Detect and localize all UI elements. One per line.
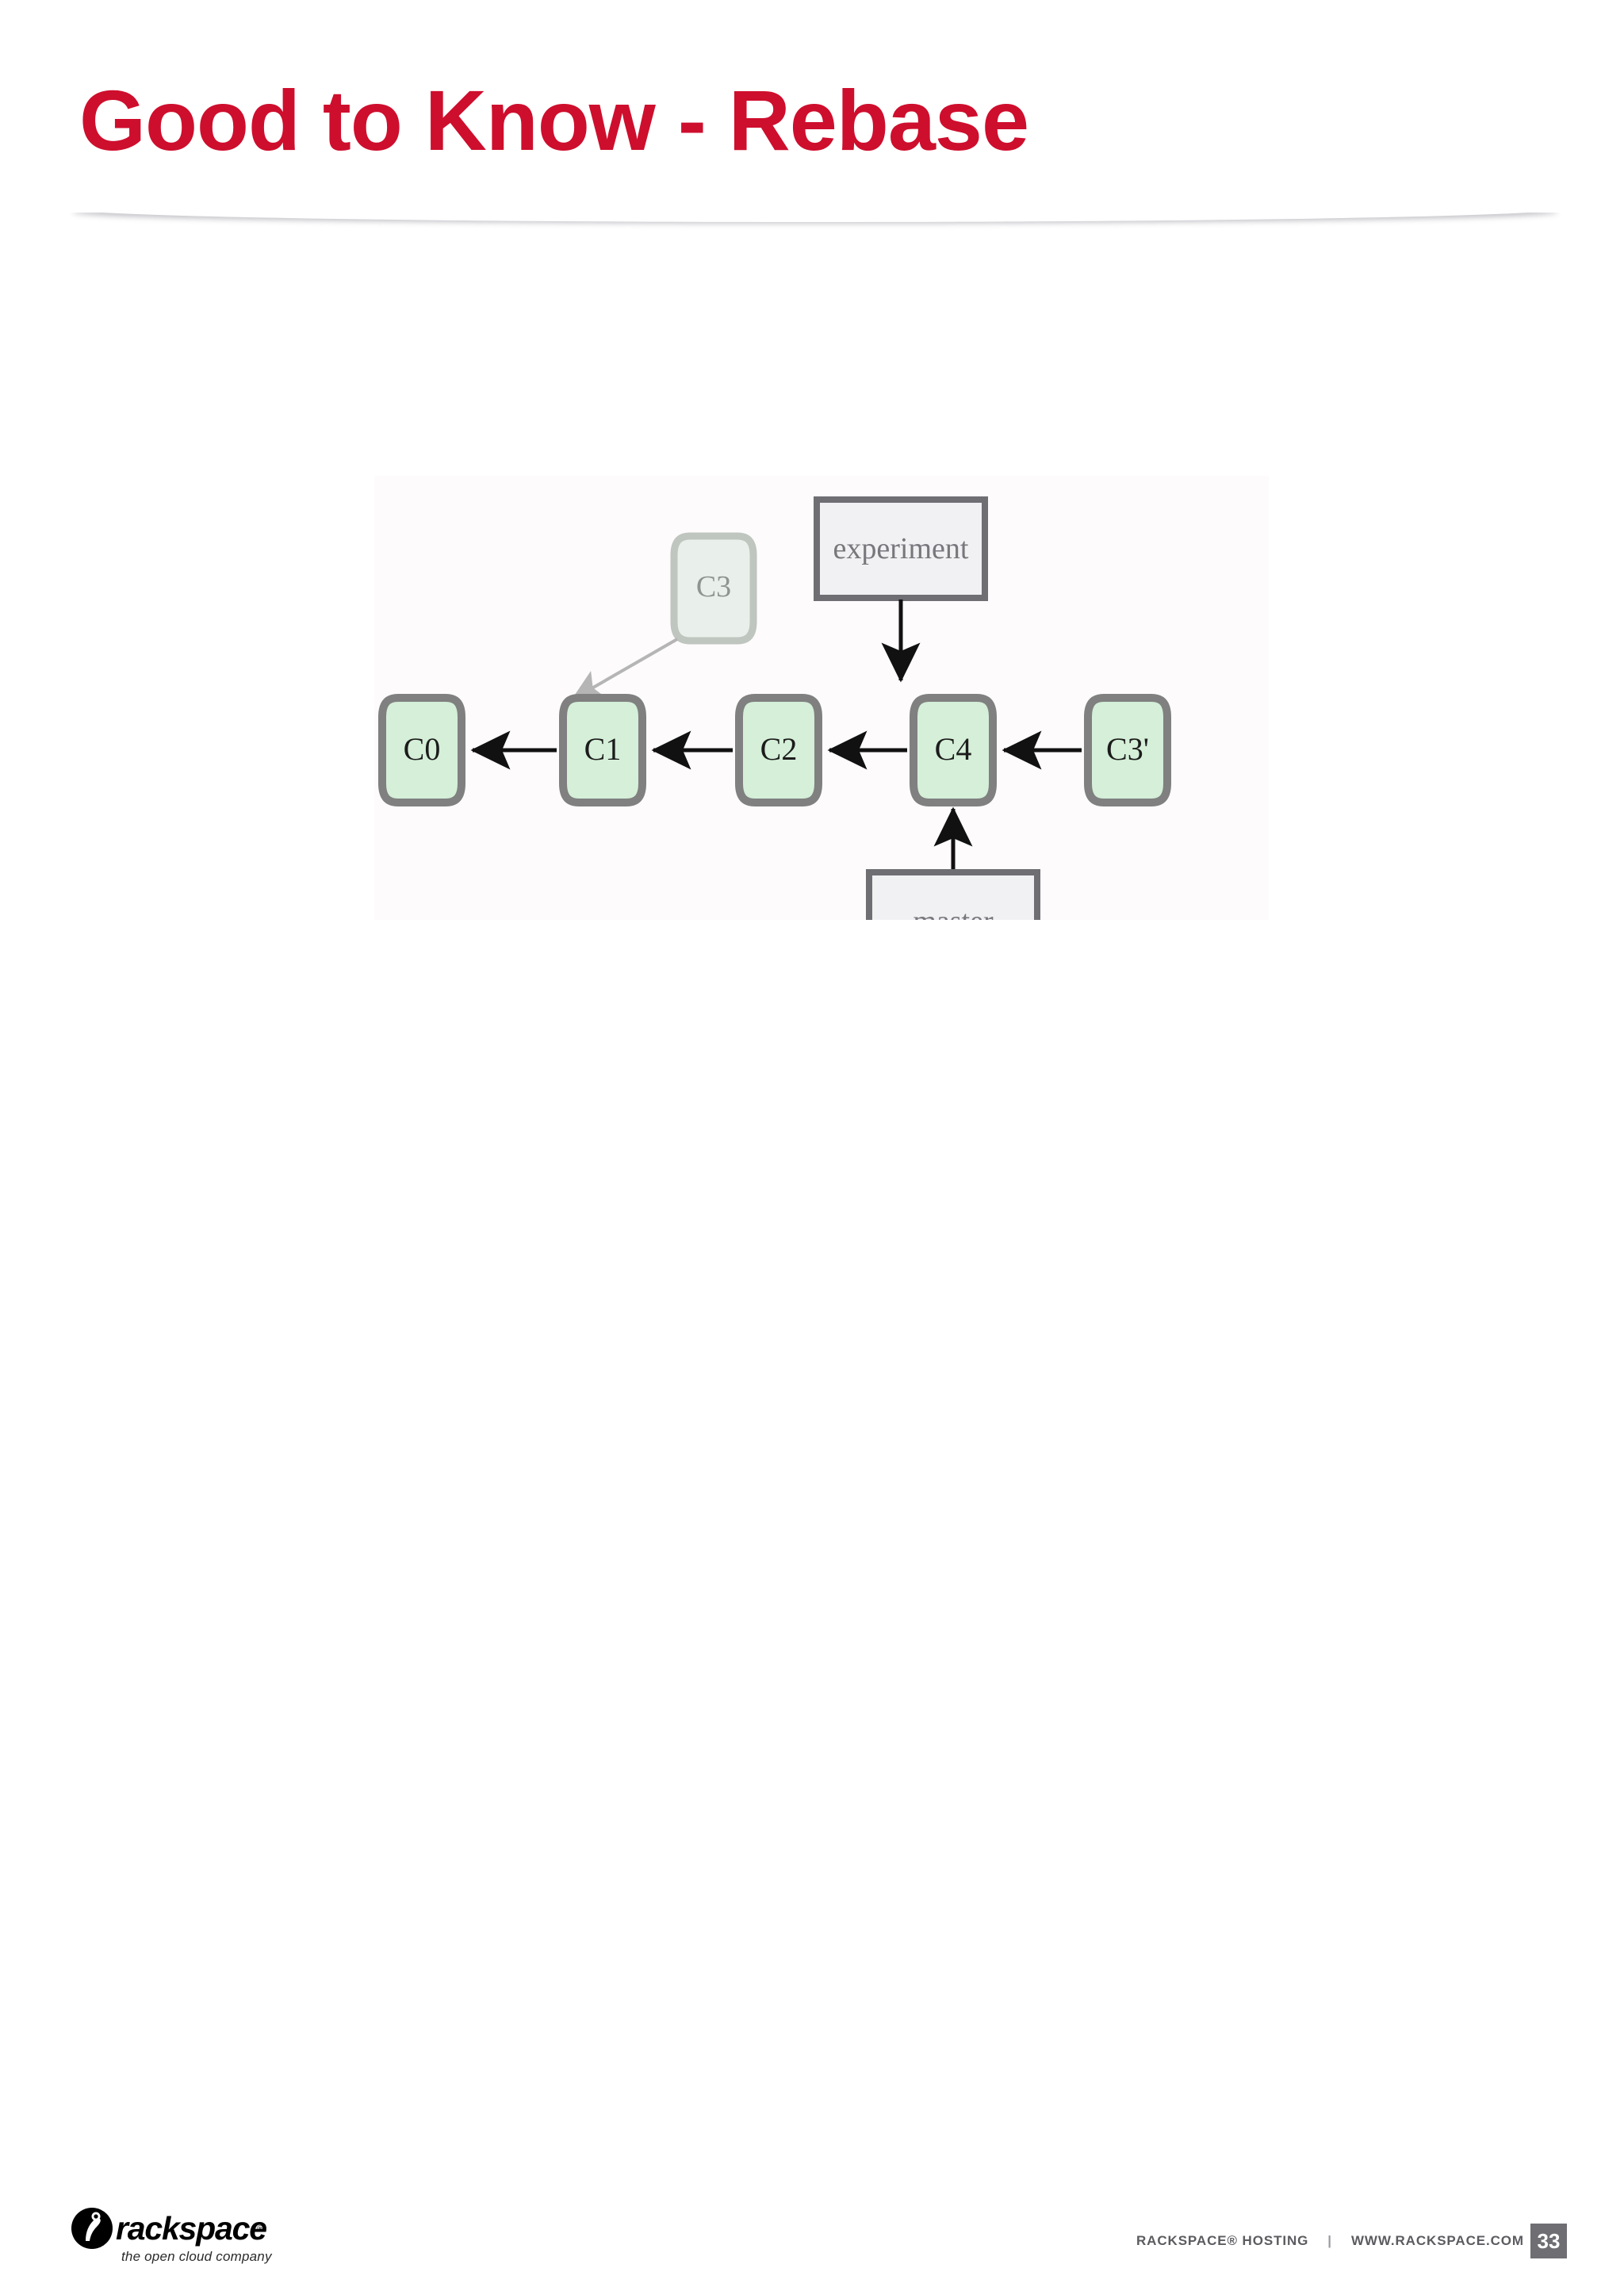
- commit-node-c3prime-shape: [1084, 694, 1171, 806]
- commit-node-c2-shape: [735, 694, 822, 806]
- rackspace-registered-mark: ®: [257, 2224, 263, 2234]
- slide-footer: rackspace ® the open cloud company RACKS…: [0, 1091, 1624, 2264]
- footer-website[interactable]: WWW.RACKSPACE.COM: [1350, 2233, 1524, 2248]
- commit-node-c4-shape: [910, 694, 997, 806]
- branch-label-master-box: [866, 869, 1040, 920]
- commit-node-c3-label: C3: [696, 570, 731, 603]
- commit-node-c2[interactable]: C2: [735, 694, 822, 806]
- page-title: Good to Know - Rebase: [79, 72, 1029, 168]
- branch-label-master[interactable]: master: [866, 869, 1040, 920]
- branch-label-experiment[interactable]: experiment: [814, 496, 988, 601]
- footer-hosting-text: RACKSPACE® HOSTING: [1136, 2233, 1309, 2248]
- title-area: Good to Know - Rebase: [79, 75, 1554, 186]
- commit-node-c3-shape: [670, 532, 757, 645]
- page-number-badge: 33: [1530, 2224, 1567, 2258]
- commit-node-c0[interactable]: C0: [378, 694, 465, 806]
- rackspace-wordmark: rackspace: [116, 2210, 266, 2247]
- commit-node-c2-label: C2: [760, 731, 798, 767]
- commit-node-c0-label: C0: [404, 731, 441, 767]
- branch-label-experiment-box: [814, 496, 988, 601]
- branch-label-master-text: master: [913, 905, 994, 920]
- commit-node-c3prime-label: C3': [1106, 731, 1149, 767]
- branch-label-experiment-text: experiment: [833, 532, 969, 565]
- rebase-diagram-svg: C3 experiment C0 C1: [378, 496, 1171, 920]
- rackspace-tagline: the open cloud company: [121, 2249, 273, 2264]
- rackspace-logo: rackspace ® the open cloud company: [70, 2205, 284, 2287]
- commit-node-c1-shape: [559, 694, 646, 806]
- rackspace-logo-svg: rackspace ® the open cloud company: [71, 2208, 273, 2264]
- footer-separator: |: [1327, 2233, 1332, 2248]
- rebase-diagram: C3 experiment C0 C1: [374, 476, 1269, 920]
- commit-node-c1-label: C1: [584, 731, 622, 767]
- commit-node-c0-shape: [378, 694, 465, 806]
- commit-node-c4-label: C4: [935, 731, 972, 767]
- commit-node-c1[interactable]: C1: [559, 694, 646, 806]
- commit-node-c3[interactable]: C3: [670, 532, 757, 645]
- commit-node-c3prime[interactable]: C3': [1084, 694, 1171, 806]
- edge-c3-to-c2: [571, 638, 678, 701]
- rackspace-logo-dot-inner: [94, 2214, 98, 2219]
- slide: Good to Know - Rebase C3 experiment: [0, 75, 1624, 2264]
- title-divider: [70, 213, 1561, 233]
- commit-node-c4[interactable]: C4: [910, 694, 997, 806]
- footer-meta: RACKSPACE® HOSTING | WWW.RACKSPACE.COM: [1136, 2233, 1524, 2249]
